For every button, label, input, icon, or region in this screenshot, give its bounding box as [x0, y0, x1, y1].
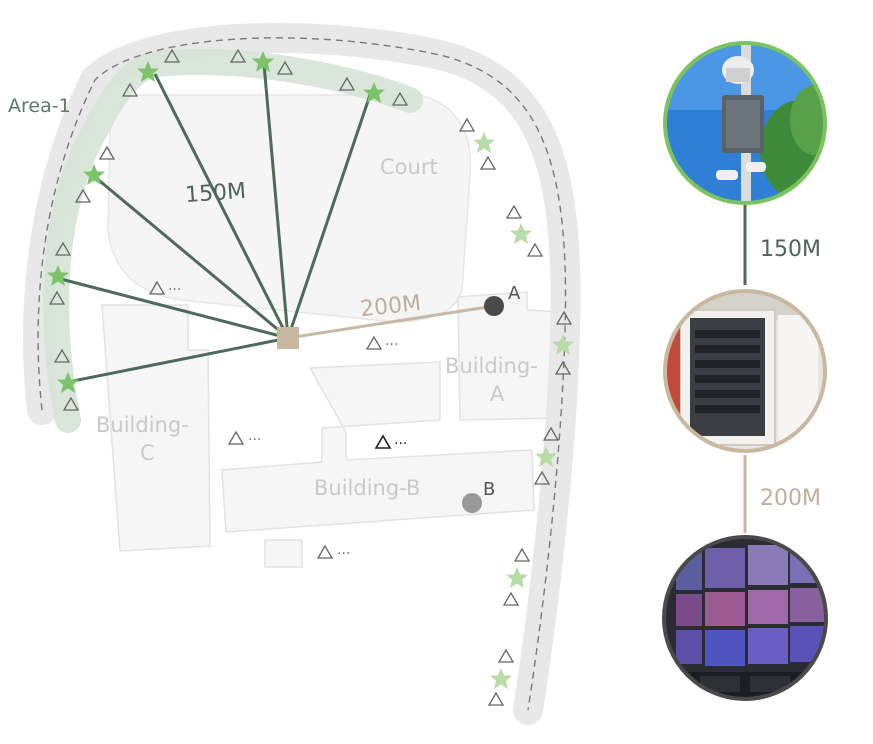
star-icon: [83, 164, 105, 185]
small-building: [264, 539, 303, 568]
star-icon: [552, 334, 574, 355]
star-icon: [137, 61, 159, 82]
triangle-icon: [74, 188, 92, 203]
star-icon: [47, 265, 69, 286]
triangle-icon: [121, 82, 139, 97]
road-centerline: [37, 37, 567, 711]
triangle-icon: [98, 145, 116, 160]
radial-line: [67, 336, 289, 384]
building-c-label-line2: C: [140, 441, 155, 465]
star-icon: [252, 51, 274, 72]
triangle-icon: [479, 155, 497, 170]
triangle-icon: [48, 290, 66, 305]
camera-pole-frame: [663, 41, 827, 205]
network-cabinet-frame: [663, 289, 827, 453]
triangle-icon: [502, 591, 520, 606]
legend-150-label: 150M: [760, 237, 821, 262]
area-label: Area-1: [8, 95, 71, 117]
triangle-icon: [316, 544, 334, 559]
triangle-icon: [54, 241, 72, 256]
point-b-label: B: [483, 479, 495, 500]
radial-lines: [56, 63, 372, 384]
triangle-icon: [555, 310, 573, 325]
court-area: [107, 94, 472, 323]
radial-line: [56, 276, 289, 340]
triangle-icon: [505, 204, 523, 219]
triangle-icon: [554, 360, 572, 375]
link-200m: [287, 304, 495, 340]
triangle-icon: [229, 48, 247, 63]
triangle-icon: [526, 242, 544, 257]
building-c-label-line1: Building-: [96, 413, 189, 437]
triangle-icon: [542, 426, 560, 441]
radial-line: [94, 175, 289, 340]
triangle-icon: [497, 648, 515, 663]
triangle-icon: [487, 691, 505, 706]
building-c: [101, 304, 211, 552]
radial-line: [262, 63, 290, 339]
monitoring-room-photo: [664, 537, 826, 699]
legend-200-label: 200M: [760, 486, 821, 511]
triangle-icon: [227, 430, 245, 445]
triangle-icon: [458, 117, 476, 132]
radial-line: [286, 94, 372, 339]
point-b-marker: [462, 493, 482, 513]
ellipsis-text: ···: [248, 432, 261, 448]
building-a-label-line2: A: [490, 382, 505, 406]
court-label: Court: [380, 155, 438, 179]
star-icon: [363, 82, 385, 103]
building-a-label-line1: Building-: [445, 354, 538, 378]
star-icon: [535, 446, 557, 467]
sensor-triangles: [48, 48, 573, 706]
star-icon: [57, 372, 79, 393]
ellipsis-text: ···: [337, 546, 350, 562]
ellipsis-labels: ··· ··· ··· ··· ···: [168, 282, 407, 562]
building-b: [221, 361, 535, 533]
triangle-icon: [62, 396, 80, 411]
camera-stars: [47, 51, 574, 689]
ellipsis-text: ···: [168, 282, 181, 298]
star-icon: [510, 223, 532, 244]
triangle-icon: [163, 48, 181, 63]
monitoring-room-frame: [662, 535, 828, 701]
hub-node: [277, 327, 299, 349]
triangle-icon: [276, 60, 294, 75]
ellipsis-text: ···: [394, 436, 407, 452]
star-icon: [490, 668, 512, 689]
star-icon: [473, 132, 495, 153]
point-a-label: A: [508, 283, 521, 304]
triangle-icon: [374, 434, 392, 449]
area-1-band: [43, 48, 423, 433]
triangle-icon: [391, 91, 409, 106]
triangle-icon: [533, 470, 551, 485]
radial-line: [153, 73, 290, 339]
triangle-icon: [338, 76, 356, 91]
distance-150-label: 150M: [184, 179, 247, 208]
triangle-icon: [513, 547, 531, 562]
building-b-label: Building-B: [314, 476, 420, 500]
legend-chain: 150M 200M: [662, 41, 828, 701]
star-icon: [506, 567, 528, 588]
ellipsis-text: ···: [385, 337, 398, 353]
triangle-icon: [53, 348, 71, 363]
perimeter-path: [23, 22, 581, 725]
triangle-icon: [148, 280, 166, 295]
triangle-icon: [365, 335, 383, 350]
point-a-marker: [484, 296, 504, 316]
